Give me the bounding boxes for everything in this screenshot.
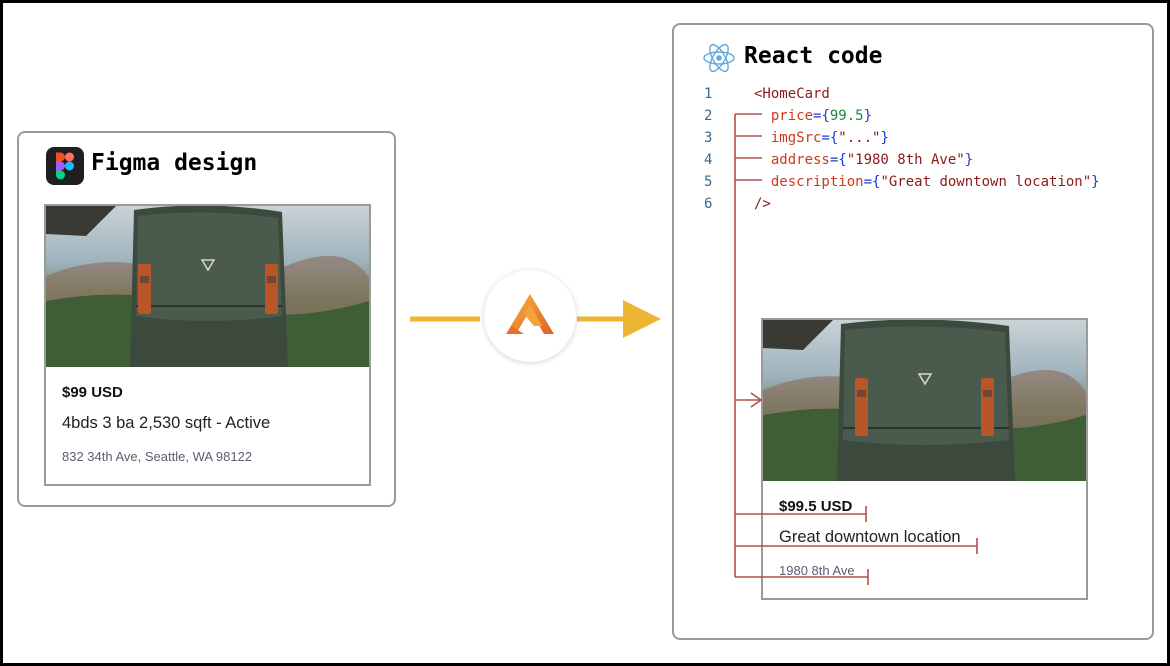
- code-token: 99.5: [829, 108, 864, 124]
- code-token: ={: [863, 174, 881, 190]
- figma-design-panel: Figma design $99 USD 4bds 3 ba 2,530 sqf: [17, 131, 396, 507]
- code-line: 3 imgSrc={"..."}: [704, 127, 1100, 149]
- code-token: }: [880, 130, 889, 146]
- line-number: 3: [704, 130, 713, 146]
- code-line: 1 <HomeCard: [704, 83, 1100, 105]
- card-address: 832 34th Ave, Seattle, WA 98122: [62, 449, 253, 464]
- code-token: }: [964, 152, 974, 168]
- code-token: address: [754, 152, 830, 168]
- line-number: 6: [704, 196, 713, 212]
- code-token: }: [1091, 174, 1100, 190]
- line-number: 1: [704, 86, 713, 102]
- figma-home-card: $99 USD 4bds 3 ba 2,530 sqft - Active 83…: [44, 204, 371, 486]
- card-price: $99.5 USD: [779, 498, 853, 515]
- code-token: ={: [813, 108, 830, 124]
- code-token: imgSrc: [754, 130, 822, 146]
- code-line: 2 price={99.5}: [704, 105, 1100, 127]
- code-token: <HomeCard: [754, 86, 830, 102]
- conversion-arrow: [410, 300, 661, 338]
- card-address: 1980 8th Ave: [779, 563, 855, 578]
- anima-logo-icon: [484, 270, 576, 362]
- line-number: 4: [704, 152, 713, 168]
- code-token: "Great downtown location": [880, 174, 1092, 190]
- backpack-photo: [763, 320, 1086, 481]
- code-token: }: [863, 108, 873, 124]
- code-token: "1980 8th Ave": [846, 152, 965, 168]
- line-number: 5: [704, 174, 713, 190]
- code-line: 6 />: [704, 193, 1100, 215]
- figma-panel-title: Figma design: [91, 150, 258, 176]
- line-number: 2: [704, 108, 713, 124]
- code-token: />: [754, 196, 771, 212]
- code-token: description: [754, 174, 864, 190]
- code-token: price: [754, 108, 814, 124]
- figma-logo-icon: [46, 147, 84, 185]
- react-logo-icon: [703, 43, 735, 73]
- code-line: 4 address={"1980 8th Ave"}: [704, 149, 1100, 171]
- code-token: ={: [829, 152, 847, 168]
- react-home-card: $99.5 USD Great downtown location 1980 8…: [761, 318, 1088, 600]
- backpack-photo: [46, 206, 369, 367]
- card-price: $99 USD: [62, 384, 123, 401]
- code-token: "...": [838, 130, 881, 146]
- card-description: Great downtown location: [779, 528, 961, 546]
- react-panel-title: React code: [744, 43, 883, 69]
- code-token: ={: [821, 130, 839, 146]
- code-line: 5 description={"Great downtown location"…: [704, 171, 1100, 193]
- card-description: 4bds 3 ba 2,530 sqft - Active: [62, 414, 271, 432]
